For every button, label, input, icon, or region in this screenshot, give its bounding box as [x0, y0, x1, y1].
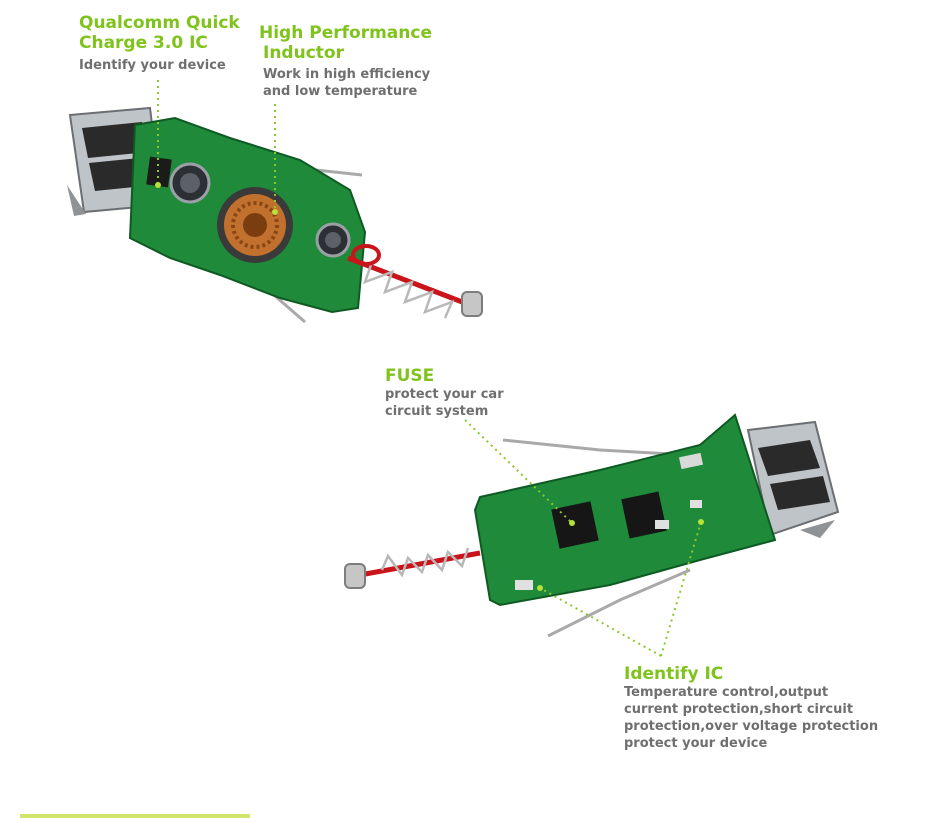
fuse-title: FUSE [385, 366, 434, 386]
top-charger-board [67, 106, 483, 324]
description-line: protect your device [624, 736, 768, 751]
description-line: Temperature control,output [624, 685, 829, 700]
callout-dots [155, 182, 704, 591]
top-inductor [217, 187, 293, 263]
title-line: High Performance [259, 23, 432, 43]
description-line: protect your car [385, 387, 504, 402]
qualcomm-quick-charge-description: Identify your device [79, 57, 226, 74]
bottom-usb-port [746, 420, 840, 538]
inductor-description: Work in high efficiency and low temperat… [263, 66, 430, 100]
bottom-charger-board [344, 413, 840, 638]
identify-ic-description: Temperature control,output current prote… [624, 684, 878, 752]
callout-lines [157, 80, 702, 657]
description-line: circuit system [385, 404, 489, 419]
identify-ic-title: Identify IC [624, 664, 723, 684]
title-line: Identify IC [624, 664, 724, 684]
bottom-accent-bar [20, 814, 250, 818]
title-line: Inductor [263, 43, 344, 63]
bottom-spring [344, 547, 481, 589]
title-line: Qualcomm Quick [79, 13, 240, 33]
description-line: current protection,short circuit [624, 702, 854, 717]
description-line: protection,over voltage protection [624, 719, 879, 734]
ic-leader-line-1 [539, 587, 662, 657]
fuse-description: protect your car circuit system [385, 386, 504, 420]
description-line: Work in high efficiency [263, 67, 431, 82]
qualcomm-quick-charge-title: Qualcomm Quick Charge 3.0 IC [79, 13, 259, 53]
description-line: Identify your device [79, 58, 226, 73]
top-spring [347, 244, 483, 319]
description-line: and low temperature [263, 84, 418, 99]
inductor-title: High Performance Inductor [259, 23, 449, 63]
title-line: Charge 3.0 IC [79, 33, 208, 53]
fuse-leader-line [464, 419, 573, 524]
title-line: FUSE [385, 366, 435, 386]
